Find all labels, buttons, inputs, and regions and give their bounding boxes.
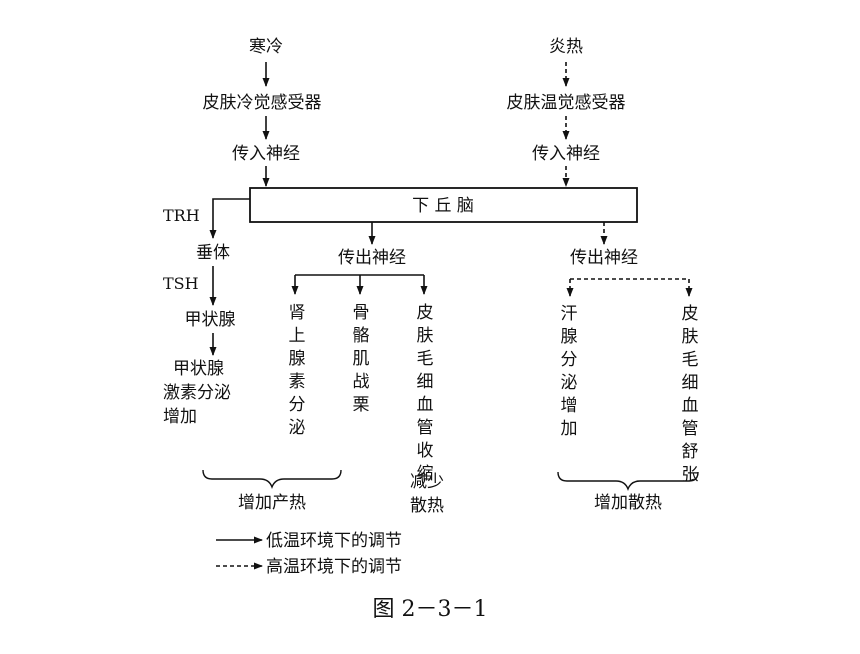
char-vaso-constrict-1: 肤 — [417, 326, 434, 346]
char-sweat-2: 分 — [561, 350, 578, 370]
char-shiver-3: 战 — [353, 372, 370, 392]
char-vaso-constrict-3: 细 — [417, 372, 434, 392]
group-reduce-heat-loss-line2: 散热 — [410, 496, 444, 516]
char-sweat-4: 增 — [561, 396, 578, 416]
node-thyroid-hormone-line3: 增加 — [163, 407, 197, 427]
char-adrenal-5: 泌 — [289, 418, 306, 438]
char-vaso-dilate-7: 张 — [682, 465, 699, 485]
char-vaso-constrict-5: 管 — [417, 418, 434, 438]
char-shiver-1: 骼 — [353, 326, 370, 346]
label-tsh: TSH — [163, 274, 199, 293]
char-vaso-constrict-4: 血 — [417, 395, 434, 415]
node-hot: 炎热 — [549, 37, 583, 57]
char-vaso-dilate-2: 毛 — [682, 350, 699, 370]
arrow-hypothalamus-to-pituitary — [209, 198, 250, 239]
group-increase-heat-loss: 增加散热 — [594, 493, 662, 513]
node-cold: 寒冷 — [249, 37, 283, 57]
char-adrenal-3: 素 — [289, 372, 306, 392]
label-trh: TRH — [163, 206, 200, 225]
node-thyroid-hormone-line2: 激素分泌 — [163, 383, 231, 403]
node-thyroid: 甲状腺 — [185, 310, 236, 330]
char-shiver-0: 骨 — [353, 303, 370, 323]
legend-solid-label: 低温环境下的调节 — [266, 531, 402, 551]
char-vaso-dilate-4: 血 — [682, 396, 699, 416]
group-increase-heat-production: 增加产热 — [238, 493, 306, 513]
group-reduce-heat-loss-line1: 减少 — [410, 472, 444, 492]
node-afferent-left: 传入神经 — [232, 144, 300, 164]
char-adrenal-2: 腺 — [289, 349, 306, 369]
char-sweat-0: 汗 — [561, 304, 578, 324]
node-warm-receptor: 皮肤温觉感受器 — [507, 93, 626, 113]
node-pituitary: 垂体 — [196, 243, 230, 263]
char-adrenal-4: 分 — [289, 395, 306, 415]
legend-dashed-label: 高温环境下的调节 — [266, 557, 402, 577]
node-afferent-right: 传入神经 — [532, 144, 600, 164]
node-thyroid-hormone-line1: 甲状腺 — [173, 359, 224, 379]
char-vaso-constrict-7: 缩 — [417, 464, 434, 484]
char-shiver-2: 肌 — [353, 349, 370, 369]
char-adrenal-0: 肾 — [289, 303, 306, 323]
figure-caption: 图 2－3－1 — [373, 597, 488, 622]
char-vaso-dilate-6: 舒 — [682, 442, 699, 462]
char-vaso-constrict-0: 皮 — [417, 303, 434, 323]
brace-heat-production — [202, 469, 342, 489]
node-efferent-left: 传出神经 — [338, 248, 406, 268]
char-sweat-1: 腺 — [561, 327, 578, 347]
hypothalamus-box — [249, 187, 638, 223]
node-hypothalamus: 下 丘 脑 — [412, 196, 474, 216]
node-cold-receptor: 皮肤冷觉感受器 — [203, 93, 322, 113]
char-vaso-dilate-3: 细 — [682, 373, 699, 393]
char-sweat-3: 泌 — [561, 373, 578, 393]
char-vaso-constrict-2: 毛 — [417, 349, 434, 369]
char-shiver-4: 栗 — [353, 395, 370, 415]
char-vaso-dilate-0: 皮 — [682, 304, 699, 324]
node-efferent-right: 传出神经 — [570, 248, 638, 268]
brace-heat-loss — [557, 471, 699, 491]
char-vaso-constrict-6: 收 — [417, 441, 434, 461]
char-adrenal-1: 上 — [289, 326, 306, 346]
char-sweat-5: 加 — [561, 419, 578, 439]
char-vaso-dilate-5: 管 — [682, 419, 699, 439]
char-vaso-dilate-1: 肤 — [682, 327, 699, 347]
